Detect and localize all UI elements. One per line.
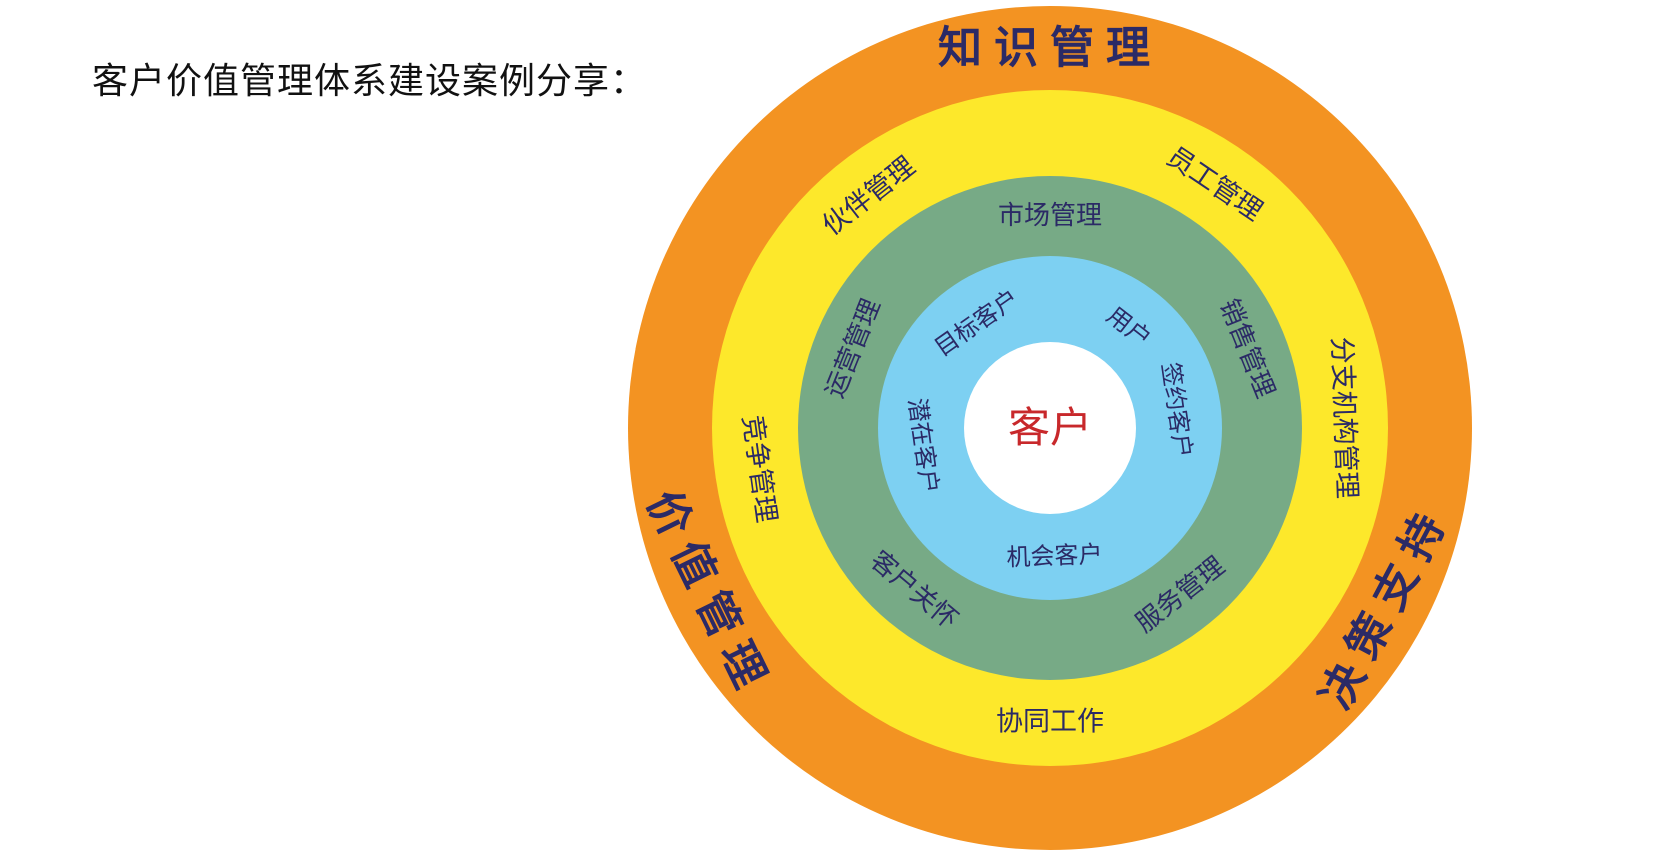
middle_ring-label-0: 市场管理 [998,201,1102,231]
page-title: 客户价值管理体系建设案例分享： [92,61,648,102]
inner_ring-label-3: 机会客户 [1006,540,1103,571]
outer_ring-label-2: 协同工作 [996,707,1104,738]
center-label: 客户 [1008,403,1092,452]
ring-center [964,342,1136,514]
outer_ring-label-1: 分支机构管理 [1326,336,1363,499]
outermost_ring-label-0: 知识管理 [938,23,1162,74]
